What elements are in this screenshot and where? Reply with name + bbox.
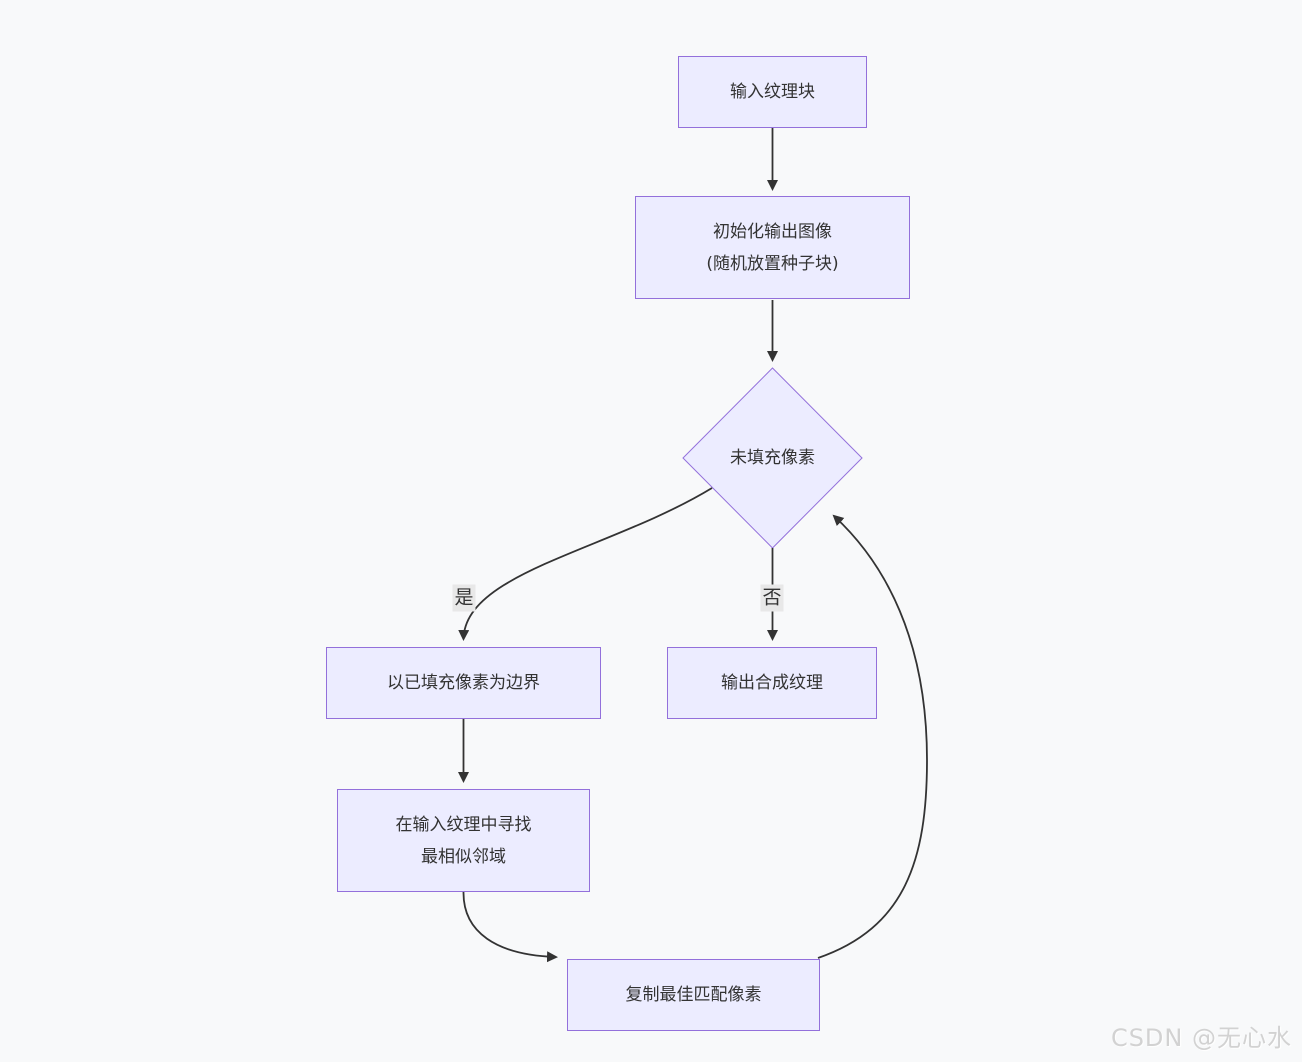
node-output-synthesized-texture: 输出合成纹理 [667, 647, 877, 719]
node-init-output-image-line1: 初始化输出图像 [713, 221, 832, 242]
edge-decision-yes-to-boundary [458, 487, 713, 641]
csdn-watermark: CSDN @无心水 [1110, 1024, 1292, 1052]
node-filled-pixels-boundary: 以已填充像素为边界 [326, 647, 601, 719]
node-input-texture: 输入纹理块 [678, 56, 867, 128]
node-decision-unfilled-pixels: 未填充像素 [682, 444, 863, 472]
node-init-output-image: 初始化输出图像 (随机放置种子块) [635, 196, 910, 299]
node-search-similar-neighborhood-line1: 在输入纹理中寻找 [395, 814, 532, 835]
edge-label-yes: 是 [452, 584, 476, 612]
edge-copy-loop-to-decision [817, 514, 928, 959]
node-decision-unfilled-pixels-label: 未填充像素 [730, 448, 815, 468]
node-copy-best-match-pixels-label: 复制最佳匹配像素 [625, 985, 762, 1005]
edge-search-to-copy [462, 891, 558, 963]
node-output-synthesized-texture-label: 输出合成纹理 [721, 673, 823, 693]
node-search-similar-neighborhood-line2: 最相似邻域 [421, 846, 506, 867]
edge-label-no: 否 [760, 584, 784, 612]
node-init-output-image-line2: (随机放置种子块) [706, 253, 839, 274]
node-copy-best-match-pixels: 复制最佳匹配像素 [567, 959, 820, 1031]
node-filled-pixels-boundary-label: 以已填充像素为边界 [387, 673, 540, 693]
node-input-texture-label: 输入纹理块 [730, 82, 815, 102]
node-search-similar-neighborhood: 在输入纹理中寻找 最相似邻域 [337, 789, 590, 892]
